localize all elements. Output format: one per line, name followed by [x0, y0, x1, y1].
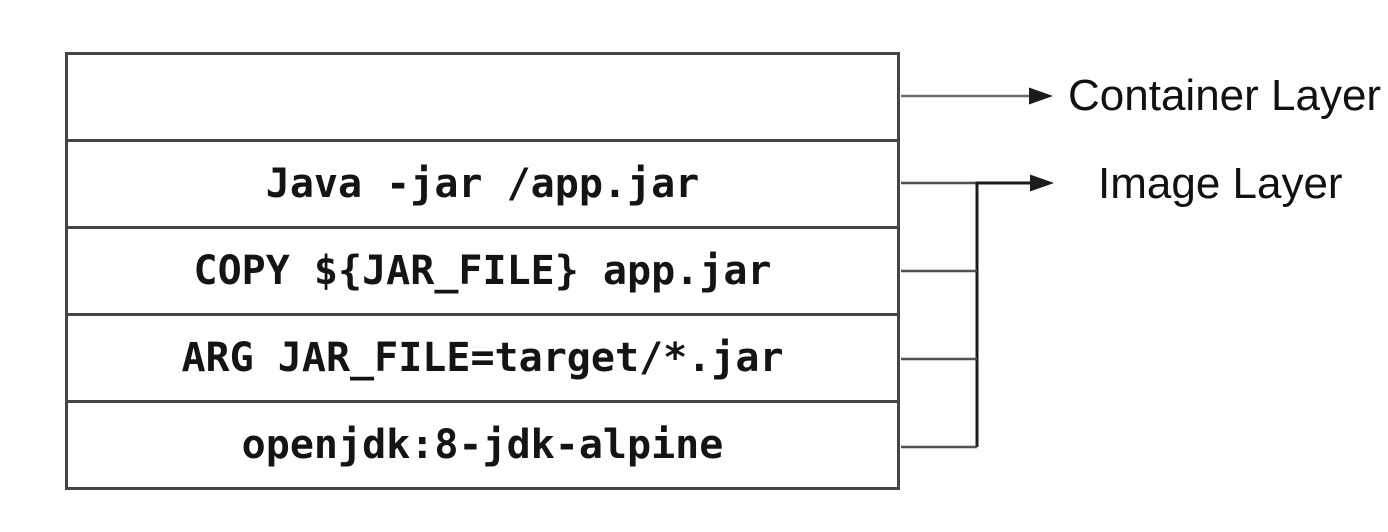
arg-row: ARG JAR_FILE=target/*.jar — [68, 316, 897, 403]
container-layer-row — [68, 55, 897, 142]
dockerfile-layer-stack: Java -jar /app.jar COPY ${JAR_FILE} app.… — [65, 52, 900, 490]
container-layer-arrowhead-icon — [1029, 87, 1053, 105]
entrypoint-row: Java -jar /app.jar — [68, 142, 897, 229]
base-image-row: openjdk:8-jdk-alpine — [241, 422, 724, 468]
container-layer-label: Container Layer — [1068, 71, 1382, 121]
copy-row: COPY ${JAR_FILE} app.jar — [68, 229, 897, 316]
image-layer-arrowhead-icon — [1030, 174, 1054, 192]
image-layer-label: Image Layer — [1098, 159, 1343, 209]
